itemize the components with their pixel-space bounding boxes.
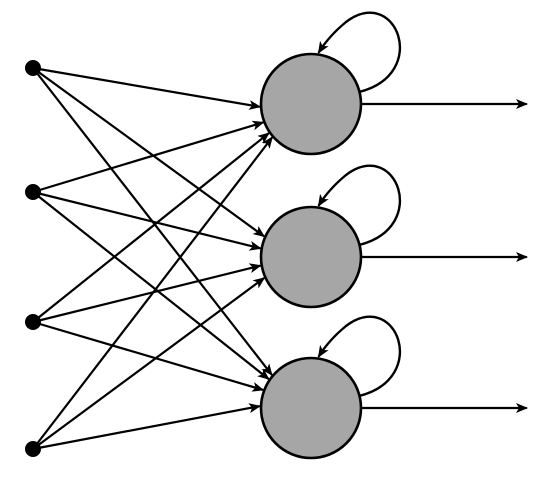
input-node-3 bbox=[25, 314, 41, 330]
edge-input-4-to-neuron-3 bbox=[31, 403, 261, 451]
input-node-4 bbox=[25, 441, 41, 457]
self-loop-neuron-3 bbox=[317, 315, 401, 398]
neuron-2 bbox=[259, 205, 363, 309]
neurons bbox=[259, 52, 363, 460]
edge-input-4-to-neuron-2 bbox=[31, 277, 266, 451]
edge-input-1-to-neuron-2 bbox=[31, 66, 266, 238]
edge-input-2-to-neuron-2 bbox=[31, 190, 262, 251]
output-arrows bbox=[359, 99, 528, 413]
input-to-neuron-edges bbox=[31, 66, 273, 451]
self-loops bbox=[317, 11, 401, 398]
edge-input-3-to-neuron-2 bbox=[31, 263, 262, 324]
neuron-3 bbox=[259, 356, 363, 460]
self-loop-neuron-2 bbox=[317, 164, 401, 247]
neuron-1 bbox=[259, 52, 363, 156]
edge-input-3-to-neuron-3 bbox=[31, 320, 265, 392]
edge-input-2-to-neuron-1 bbox=[31, 120, 265, 194]
edge-input-1-to-neuron-3 bbox=[31, 66, 273, 376]
edge-input-2-to-neuron-3 bbox=[31, 190, 270, 380]
edge-input-1-to-neuron-1 bbox=[31, 66, 262, 110]
self-loop-neuron-1 bbox=[317, 11, 401, 94]
edge-input-3-to-neuron-1 bbox=[31, 132, 270, 324]
input-node-1 bbox=[25, 60, 41, 76]
input-node-2 bbox=[25, 184, 41, 200]
input-nodes bbox=[25, 60, 41, 457]
